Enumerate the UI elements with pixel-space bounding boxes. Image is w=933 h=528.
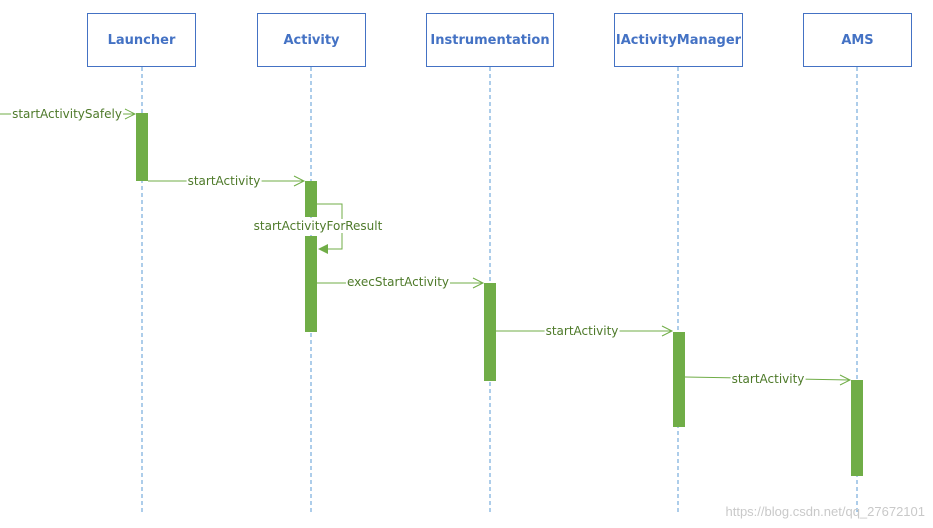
- activation-iactivitymanager: [673, 332, 685, 427]
- participant-ams: AMS: [803, 13, 912, 67]
- participant-activity: Activity: [257, 13, 366, 67]
- activation-activity-1: [305, 181, 317, 217]
- participant-instrumentation-label: Instrumentation: [430, 32, 550, 48]
- watermark: https://blog.csdn.net/qq_27672101: [725, 504, 926, 519]
- arrowhead-start-activity-safely: [124, 108, 137, 120]
- activation-activity-2: [305, 236, 317, 332]
- message-label-start-activity-for-result: startActivityForResult: [252, 219, 384, 233]
- activation-launcher: [136, 113, 148, 181]
- message-label-start-activity-safely: startActivitySafely: [11, 107, 123, 121]
- message-label-start-activity-1: startActivity: [186, 174, 262, 188]
- participant-launcher: Launcher: [87, 13, 196, 67]
- activation-instrumentation: [484, 283, 496, 381]
- arrowhead-exec-start-activity: [472, 277, 485, 289]
- arrowhead-start-activity-1: [293, 175, 306, 187]
- activation-ams: [851, 380, 863, 476]
- participant-iactivitymanager: IActivityManager: [614, 13, 743, 67]
- message-label-start-activity-2: startActivity: [544, 324, 620, 338]
- message-label-exec-start-activity: execStartActivity: [345, 275, 451, 289]
- participant-ams-label: AMS: [841, 32, 874, 48]
- participant-launcher-label: Launcher: [107, 32, 176, 48]
- participant-activity-label: Activity: [283, 32, 340, 48]
- message-label-start-activity-3: startActivity: [730, 372, 806, 386]
- participant-instrumentation: Instrumentation: [426, 13, 554, 67]
- arrowhead-start-activity-2: [661, 325, 674, 337]
- participant-iactivitymanager-label: IActivityManager: [615, 32, 742, 48]
- arrowhead-start-activity-3: [839, 374, 852, 386]
- arrowhead-start-activity-for-result: [318, 244, 328, 254]
